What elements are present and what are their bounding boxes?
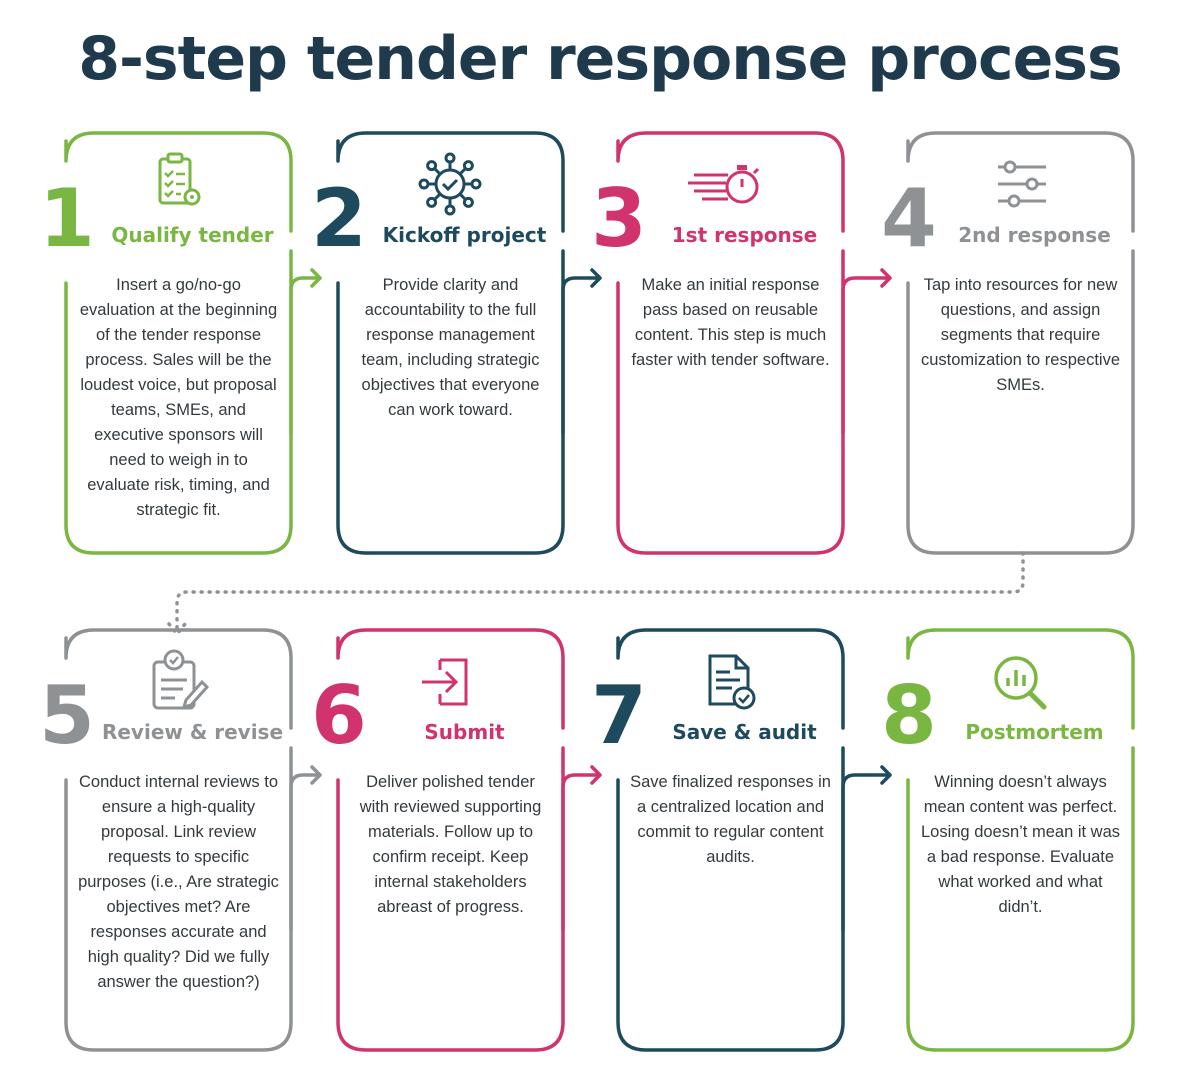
step-1-number: 1	[34, 179, 100, 259]
step-2-heading: Kickoff project	[382, 223, 547, 247]
sliders-icon	[970, 151, 1070, 217]
step-1-arrow	[289, 268, 322, 435]
step-5-heading: Review & revise	[101, 720, 284, 744]
step-8-number: 8	[876, 676, 942, 756]
step-3-arrow	[841, 268, 892, 435]
magnifier-chart-icon	[970, 648, 1070, 714]
step-5-arrow	[289, 765, 322, 932]
step-3-card-outline	[616, 131, 845, 555]
step-7-description: Save finalized responses in a centralize…	[630, 773, 831, 866]
network-check-icon	[400, 151, 500, 217]
step-7-heading: Save & audit	[672, 720, 817, 744]
step-7-arrow	[841, 765, 892, 932]
step-7-card-outline	[616, 628, 845, 1052]
step-2-number: 2	[306, 179, 372, 259]
step-4-card-outline	[906, 131, 1135, 555]
step-6-heading: Submit	[424, 720, 505, 744]
row-transition-dotted-arrow	[167, 551, 1025, 636]
step-6-card-outline	[336, 628, 565, 1052]
step-2-arrow	[561, 268, 602, 435]
step-3-heading: 1st response	[671, 223, 818, 247]
clipboard-pencil-icon	[128, 648, 228, 714]
step-5-description: Conduct internal reviews to ensure a hig…	[78, 773, 279, 991]
step-4-number: 4	[876, 179, 942, 259]
document-check-icon	[680, 648, 780, 714]
step-1-description: Insert a go/no-go evaluation at the begi…	[79, 276, 278, 519]
stopwatch-icon	[680, 151, 780, 217]
step-8-heading: Postmortem	[965, 720, 1104, 744]
step-4-description: Tap into resources for new questions, an…	[920, 276, 1120, 394]
step-8-description: Winning doesn’t always mean content was …	[920, 773, 1121, 916]
step-6-arrow	[561, 765, 602, 932]
step-3-description: Make an initial response pass based on r…	[631, 276, 830, 369]
step-8-card-outline	[906, 628, 1135, 1052]
step-3-number: 3	[586, 179, 652, 259]
step-7-number: 7	[586, 676, 652, 756]
step-2-description: Provide clarity and accountability to th…	[361, 276, 540, 419]
step-1-card-outline	[64, 131, 293, 555]
step-4-heading: 2nd response	[958, 223, 1111, 247]
checklist-gear-icon	[128, 151, 228, 217]
step-1-heading: Qualify tender	[111, 223, 274, 247]
step-5-number: 5	[34, 676, 100, 756]
step-6-number: 6	[306, 676, 372, 756]
page-title: 8-step tender response process	[78, 24, 1122, 94]
sign-in-icon	[400, 648, 500, 714]
step-2-card-outline	[336, 131, 565, 555]
step-6-description: Deliver polished tender with reviewed su…	[359, 773, 542, 916]
